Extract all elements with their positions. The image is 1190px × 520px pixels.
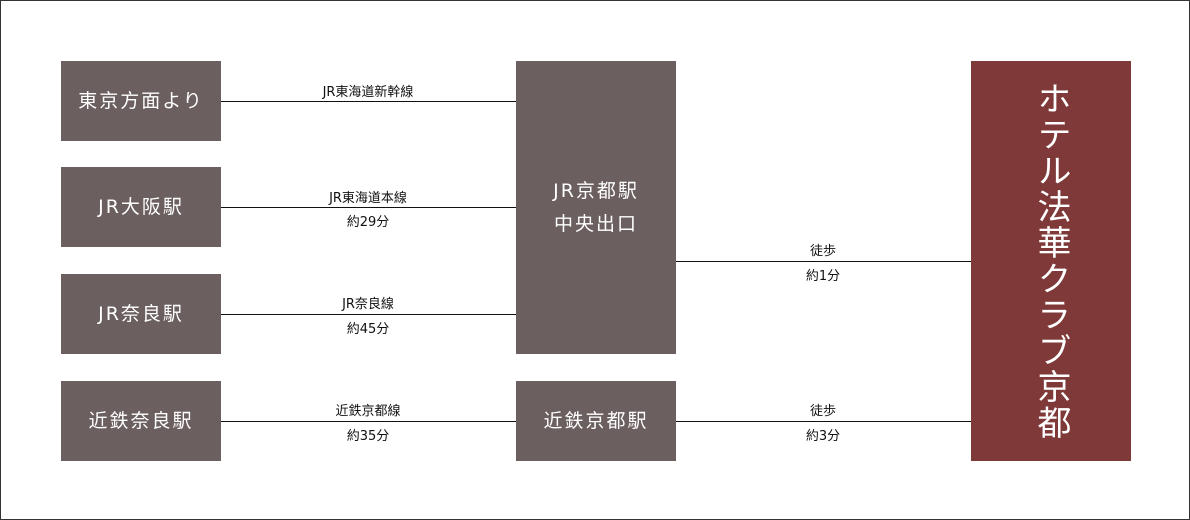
origin-jr-nara: JR奈良駅 — [61, 274, 221, 354]
route-line — [221, 314, 516, 315]
station-jr-kyoto: JR京都駅中央出口 — [516, 61, 676, 354]
route-time: 約45分 — [346, 322, 390, 337]
walk-time: 約1分 — [805, 269, 841, 284]
destination-hotel: ホテル法華クラブ京都 — [971, 61, 1131, 461]
route-time: 約35分 — [346, 429, 390, 444]
route-name: JR東海道本線 — [329, 191, 407, 206]
station-kintetsu-kyoto: 近鉄京都駅 — [516, 381, 676, 461]
hotel-name: ホテル法華クラブ京都 — [1031, 81, 1071, 441]
route-name: 近鉄京都線 — [335, 404, 401, 419]
station-exit: 中央出口 — [553, 212, 638, 235]
walk-mode: 徒歩 — [809, 244, 837, 259]
station-name: JR京都駅 — [553, 180, 639, 203]
walk-time: 約3分 — [805, 429, 841, 444]
route-line — [221, 207, 516, 208]
origin-jr-osaka: JR大阪駅 — [61, 167, 221, 247]
origin-tokyo: 東京方面より — [61, 61, 221, 141]
origin-label: JR大阪駅 — [98, 195, 184, 218]
route-time: 約29分 — [346, 215, 390, 230]
walk-mode: 徒歩 — [809, 404, 837, 419]
origin-label: JR奈良駅 — [98, 302, 184, 325]
walk-line — [676, 261, 971, 262]
route-line — [221, 421, 516, 422]
origin-label: 近鉄奈良駅 — [88, 409, 194, 432]
station-name: 近鉄京都駅 — [543, 409, 649, 432]
route-name: JR奈良線 — [342, 297, 394, 312]
origin-label: 東京方面より — [78, 89, 204, 112]
walk-line — [676, 421, 971, 422]
origin-kintetsu-nara: 近鉄奈良駅 — [61, 381, 221, 461]
route-name: JR東海道新幹線 — [322, 85, 414, 100]
route-line — [221, 101, 516, 102]
